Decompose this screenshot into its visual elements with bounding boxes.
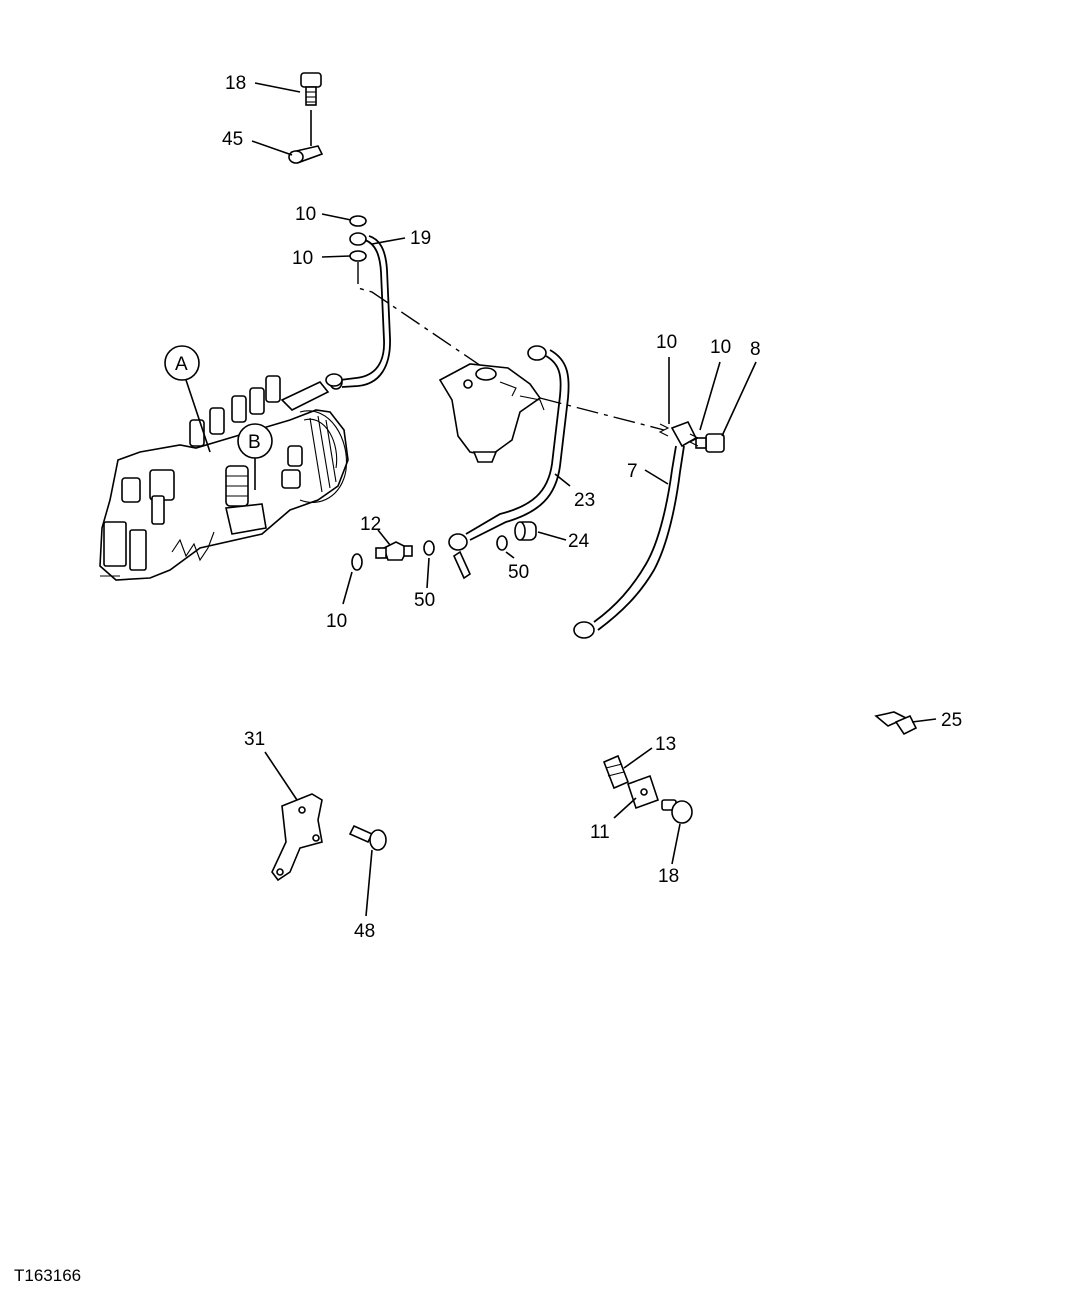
callout-12: 12 — [360, 514, 381, 535]
callout-50-b: 50 — [508, 562, 529, 583]
callout-10-b: 10 — [292, 248, 313, 269]
callout-10-e: 10 — [326, 611, 347, 632]
leader-10-d — [699, 361, 721, 431]
injection-pump-assembly — [99, 373, 349, 581]
callout-48: 48 — [354, 921, 375, 942]
part-13-clamp — [602, 754, 630, 790]
leader-10-a — [321, 213, 352, 221]
part-45-clip — [288, 145, 324, 164]
callout-10-d: 10 — [710, 337, 731, 358]
washer-10-e — [351, 553, 363, 571]
leader-25 — [911, 718, 937, 723]
part-24-cap — [514, 521, 537, 541]
callout-11: 11 — [590, 822, 610, 843]
part-31-bracket — [271, 793, 323, 882]
part-18-bolt-top — [300, 72, 322, 146]
leader-50-b — [505, 551, 515, 559]
leader-13 — [623, 747, 653, 769]
part-11-plate — [626, 774, 660, 810]
washer-10-b — [349, 250, 367, 262]
leader-18-top — [254, 82, 301, 93]
leader-12 — [377, 529, 391, 546]
part-23-pipe — [448, 345, 570, 580]
washer-50-a — [423, 540, 435, 556]
callout-b: B — [248, 432, 261, 453]
callout-45: 45 — [222, 129, 243, 150]
figure-id: T163166 — [14, 1266, 82, 1285]
washer-10-d — [688, 433, 700, 447]
callout-10-c: 10 — [656, 332, 677, 353]
part-7-pipe — [573, 420, 698, 639]
part-8-bolt — [695, 433, 725, 453]
leader-31 — [264, 751, 298, 801]
washer-10-c — [658, 423, 670, 437]
leader-8 — [721, 361, 757, 437]
leader-18-bottom — [671, 823, 681, 865]
callout-31: 31 — [244, 729, 265, 750]
callout-23: 23 — [574, 490, 595, 511]
leader-23 — [554, 473, 571, 487]
washer-10-a — [349, 215, 367, 227]
leader-19 — [371, 237, 406, 245]
leader-24 — [537, 531, 567, 541]
fuel-filter — [438, 363, 545, 463]
callout-circle-a: A — [164, 345, 200, 381]
callout-7: 7 — [627, 461, 638, 482]
callout-8: 8 — [750, 339, 761, 360]
leader-a — [185, 379, 211, 453]
callout-25: 25 — [941, 710, 962, 731]
callout-10-a: 10 — [295, 204, 316, 225]
callout-a: A — [175, 354, 188, 375]
callout-19: 19 — [410, 228, 431, 249]
callout-18-top: 18 — [225, 73, 246, 94]
leader-48 — [365, 849, 373, 917]
leader-11 — [613, 797, 637, 819]
assembly-line-7 — [539, 397, 665, 431]
leader-7 — [644, 469, 669, 485]
leader-45 — [251, 140, 293, 156]
assembly-line-19 — [357, 262, 485, 369]
leader-10-b — [321, 255, 351, 258]
callout-13: 13 — [655, 734, 676, 755]
callout-24: 24 — [568, 531, 590, 552]
callout-50-a: 50 — [414, 590, 435, 611]
part-48-bolt — [348, 824, 387, 851]
leader-50-a — [426, 557, 430, 589]
part-12-fitting — [375, 541, 413, 561]
washer-50-b — [496, 535, 508, 551]
part-25-gasket — [874, 711, 918, 736]
part-18-bolt-bottom — [661, 799, 693, 824]
callout-18-bottom: 18 — [658, 866, 679, 887]
leader-10-e — [342, 571, 353, 605]
callout-circle-b: B — [237, 423, 273, 459]
